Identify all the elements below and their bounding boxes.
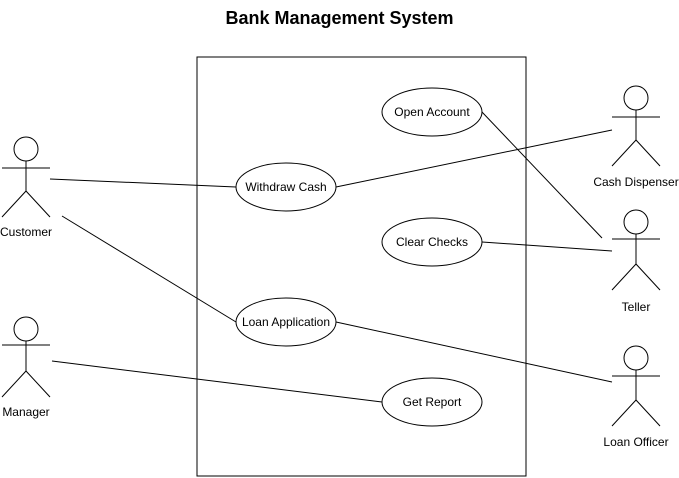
- association-line-open-account-to-teller: [481, 111, 603, 239]
- association-line-loan-application-to-loan-officer: [335, 321, 613, 383]
- use-case-withdraw-cash[interactable]: Withdraw Cash: [235, 162, 337, 212]
- actor-label: Teller: [622, 300, 651, 314]
- actor-cash-dispenser[interactable]: Cash Dispenser: [593, 85, 679, 189]
- actor-manager[interactable]: Manager: [1, 316, 51, 419]
- use-case-label: Clear Checks: [396, 235, 468, 249]
- actor-label: Cash Dispenser: [593, 175, 678, 189]
- use-case-label: Open Account: [394, 105, 470, 119]
- actor-label: Customer: [0, 225, 52, 239]
- actor-label: Manager: [2, 405, 49, 419]
- association-line-manager-to-get-report: [51, 360, 383, 403]
- use-case-label: Withdraw Cash: [245, 180, 326, 194]
- use-case-get-report[interactable]: Get Report: [381, 377, 483, 427]
- association-line-customer-to-withdraw-cash: [49, 178, 237, 188]
- association-line-customer-to-loan-application: [61, 215, 237, 323]
- actor-label: Loan Officer: [603, 435, 668, 449]
- system-boundary: [196, 56, 527, 477]
- actor-loan-officer[interactable]: Loan Officer: [603, 345, 669, 449]
- use-case-label: Get Report: [403, 395, 462, 409]
- associations: [49, 111, 613, 403]
- use-case-open-account[interactable]: Open Account: [381, 87, 483, 137]
- use-case-label: Loan Application: [242, 315, 330, 329]
- actor-teller[interactable]: Teller: [611, 209, 661, 314]
- association-line-withdraw-cash-to-cash-dispenser: [335, 129, 613, 188]
- use-case-clear-checks[interactable]: Clear Checks: [381, 217, 483, 267]
- use-case-loan-application[interactable]: Loan Application: [235, 297, 337, 347]
- association-line-clear-checks-to-teller: [481, 241, 613, 252]
- actor-customer[interactable]: Customer: [0, 136, 52, 239]
- diagram-title: Bank Management System: [225, 8, 454, 28]
